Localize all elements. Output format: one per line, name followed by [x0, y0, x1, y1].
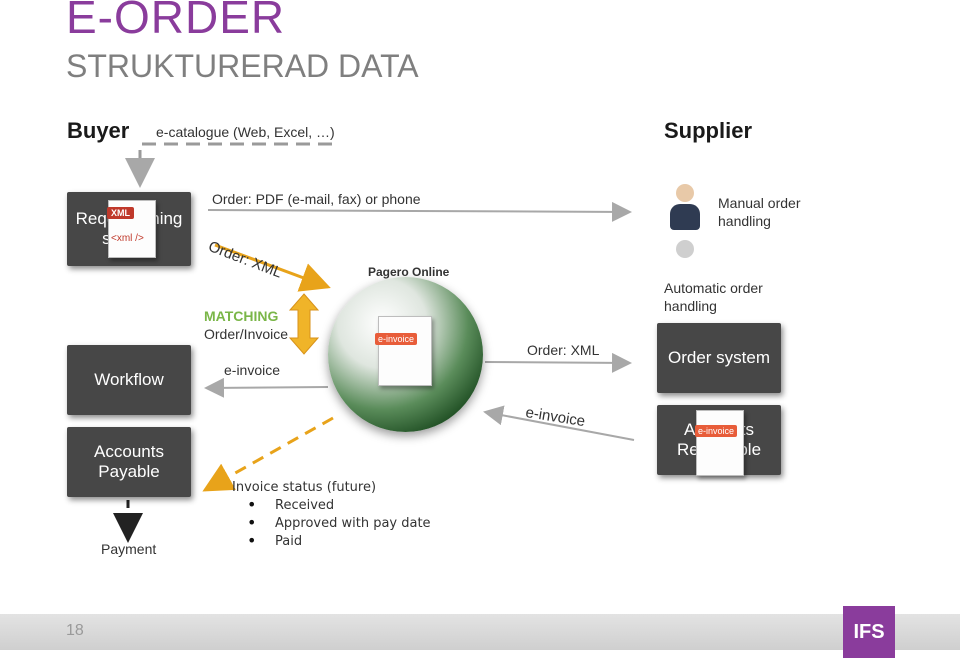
invoice-status-block: Invoice status (future) Received Approve…	[232, 479, 431, 551]
einvoice-supplier-document-icon: e-invoice	[695, 410, 744, 476]
xml-code: <xml />	[111, 233, 144, 244]
order-invoice-label: Order/Invoice	[204, 326, 289, 342]
status-item: Approved with pay date	[247, 514, 430, 533]
person-icon	[668, 184, 702, 258]
supplier-heading: Supplier	[664, 118, 753, 143]
workflow-box: Workflow	[67, 345, 191, 415]
order-system-box: Order system	[657, 323, 781, 393]
pagero-label: Pagero Online	[368, 265, 450, 279]
manual-order-label: Manual order handling	[718, 195, 801, 229]
einvoice-tag-supplier: e-invoice	[695, 425, 738, 437]
xml-document-icon: XML <xml />	[107, 200, 156, 258]
einvoice-document-icon: e-invoice	[375, 316, 432, 386]
page-number: 18	[66, 622, 84, 639]
einvoice-left-label: e-invoice	[224, 362, 281, 378]
footer-bar	[0, 614, 960, 650]
status-item: Paid	[247, 532, 431, 551]
matching-label: MATCHING	[204, 308, 279, 324]
accounts-payable-box: Accounts Payable	[67, 427, 191, 497]
page-title: E-ORDER	[66, 0, 286, 43]
xml-tag: XML	[107, 207, 134, 219]
order-xml-right-label: Order: XML	[527, 342, 600, 358]
automatic-order-label: Automatic order handling	[664, 280, 763, 314]
ecatalogue-label: e-catalogue (Web, Excel, …)	[156, 124, 335, 140]
payment-label: Payment	[101, 541, 157, 557]
status-item: Received	[247, 496, 431, 515]
order-pdf-label: Order: PDF (e-mail, fax) or phone	[212, 191, 421, 207]
invoice-status-heading: Invoice status (future)	[232, 480, 377, 495]
buyer-heading: Buyer	[67, 118, 130, 143]
ifs-logo: IFS	[843, 606, 895, 658]
einvoice-tag-globe: e-invoice	[375, 333, 418, 345]
page-subtitle: STRUKTURERAD DATA	[66, 48, 419, 84]
